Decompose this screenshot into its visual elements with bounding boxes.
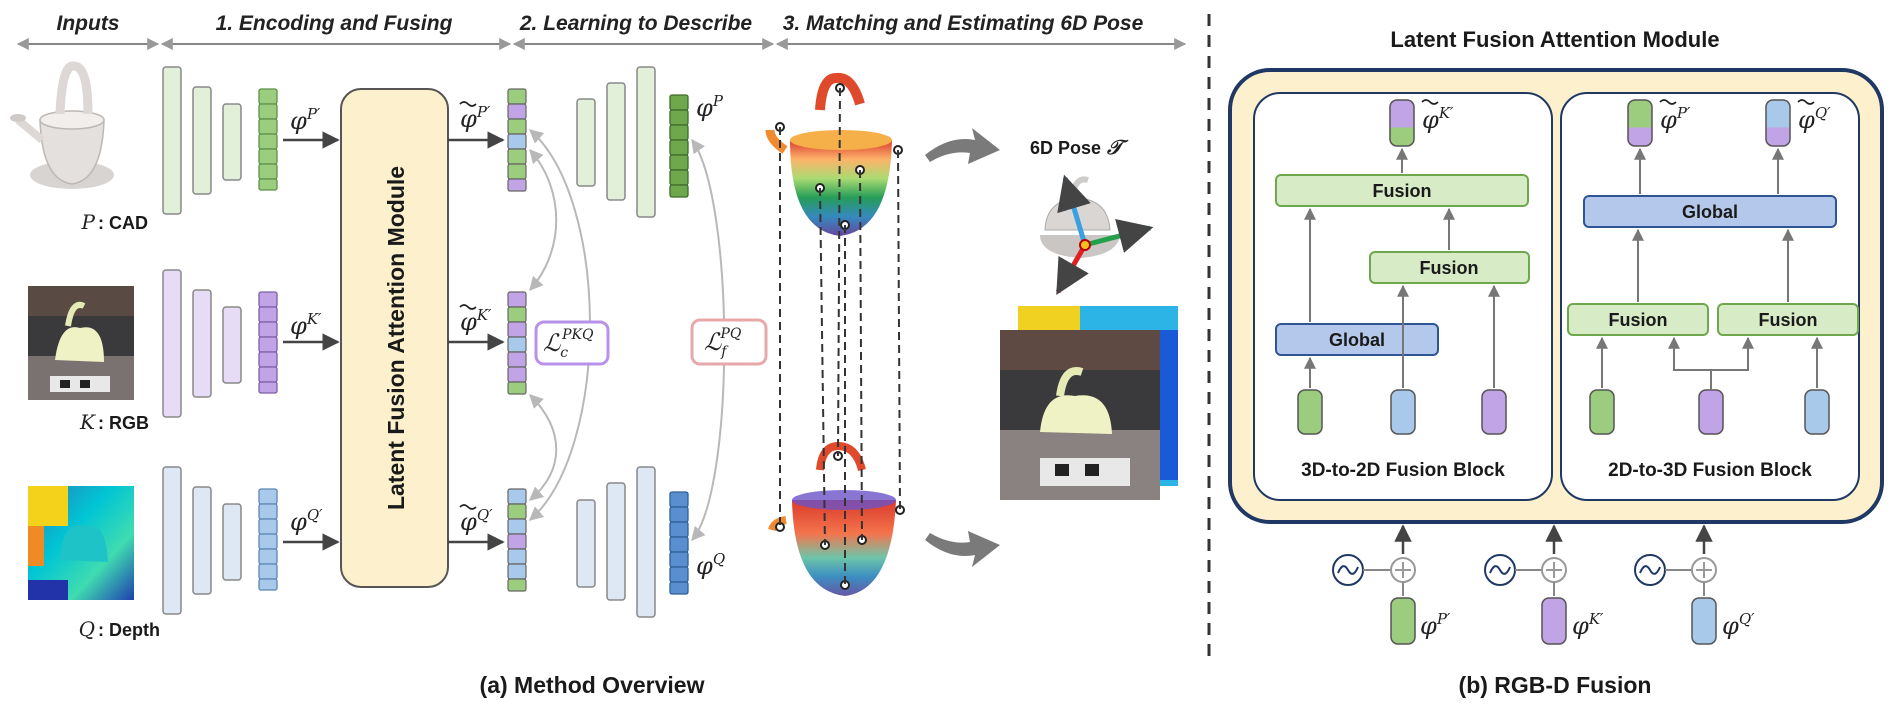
input-depth-image bbox=[28, 486, 134, 600]
tilde-phi-p-prime-label: φP′ bbox=[460, 103, 491, 133]
header-inputs: Inputs bbox=[57, 12, 120, 35]
caption-b: (b) RGB-D Fusion bbox=[1459, 672, 1652, 698]
panel-b-title: Latent Fusion Attention Module bbox=[1390, 27, 1719, 52]
input-depth-symbol: Q bbox=[79, 617, 95, 641]
input-encoding-q bbox=[1634, 524, 1717, 645]
phi-p-label: φP bbox=[696, 92, 724, 122]
latent-fusion-module-label: Latent Fusion Attention Module bbox=[383, 166, 409, 510]
header-stage3: 3. Matching and Estimating 6D Pose bbox=[783, 12, 1144, 35]
feature-stack-cad bbox=[258, 88, 278, 191]
enc-phi-k-prime-label: φK′ bbox=[1572, 610, 1604, 640]
enc-phi-p-prime-label: φP′ bbox=[1420, 610, 1451, 640]
output-q-prime-label: φQ′ bbox=[1798, 104, 1831, 134]
phi-q-label: φQ bbox=[696, 550, 725, 580]
arrows-into-module bbox=[283, 131, 340, 551]
input-encoding-p bbox=[1332, 524, 1416, 645]
block-2d-to-3d-label: 2D-to-3D Fusion Block bbox=[1608, 460, 1812, 481]
feature-stack-depth bbox=[258, 488, 278, 591]
header-stage2: 2. Learning to Describe bbox=[519, 12, 753, 35]
block-3d-to-2d-label: 3D-to-2D Fusion Block bbox=[1301, 460, 1505, 481]
tilde-mark bbox=[1659, 99, 1677, 105]
loss-lf-box bbox=[690, 318, 768, 366]
tilde-mark bbox=[1421, 99, 1439, 105]
input-cad-symbol: P bbox=[81, 210, 96, 234]
fused-stack-depth bbox=[507, 488, 527, 592]
tilde-mark bbox=[1797, 99, 1815, 105]
loss-lc-label: ℒcPKQ bbox=[543, 327, 594, 361]
describer-cad bbox=[576, 66, 656, 218]
fusion-label: Fusion bbox=[1609, 310, 1668, 330]
input-token-blue bbox=[1804, 389, 1830, 435]
output-p-prime-token bbox=[1627, 99, 1653, 147]
fusion-label: Fusion bbox=[1373, 181, 1432, 201]
fusion-box-left-mid bbox=[1369, 251, 1530, 284]
input-token-purple bbox=[1481, 389, 1507, 435]
fusion-label: Fusion bbox=[1759, 310, 1818, 330]
fused-stack-rgb bbox=[507, 291, 527, 395]
descriptor-stack-cad bbox=[669, 94, 689, 198]
pose-result-images bbox=[1000, 306, 1178, 500]
fusion-label: Fusion bbox=[1420, 258, 1479, 278]
stage-headers: Inputs 1. Encoding and Fusing 2. Learnin… bbox=[16, 12, 1187, 50]
tilde-mark bbox=[459, 504, 477, 510]
loss-lc-box bbox=[534, 320, 610, 366]
caption-a: (a) Method Overview bbox=[480, 672, 705, 698]
global-box-right bbox=[1583, 195, 1837, 228]
tilde-phi-q-prime-label: φQ′ bbox=[460, 506, 493, 536]
pose-curved-arrows bbox=[925, 128, 1000, 567]
point-cloud-cad bbox=[765, 72, 903, 236]
input-token-green bbox=[1589, 389, 1615, 435]
fusion-box-right-a bbox=[1567, 303, 1709, 336]
describer-depth bbox=[576, 466, 656, 618]
global-label: Global bbox=[1329, 330, 1385, 350]
input-cad-label: : CAD bbox=[98, 213, 148, 233]
input-encoding-k bbox=[1484, 524, 1567, 645]
feature-stack-rgb bbox=[258, 291, 278, 394]
left-block-arrows bbox=[1304, 147, 1500, 388]
input-cad-image bbox=[10, 61, 114, 189]
enc-phi-q-prime-label: φQ′ bbox=[1722, 610, 1755, 640]
input-rgb-label: : RGB bbox=[98, 413, 149, 433]
tilde-mark bbox=[459, 304, 477, 310]
phi-q-prime-label: φQ′ bbox=[290, 506, 323, 536]
global-box-left bbox=[1275, 323, 1439, 356]
descriptor-stack-depth bbox=[669, 491, 689, 595]
latent-fusion-module-box bbox=[340, 88, 449, 588]
arrows-out-of-module bbox=[448, 131, 505, 551]
output-k-prime-label: φK′ bbox=[1422, 104, 1454, 134]
input-rgb-symbol: K bbox=[79, 410, 96, 434]
fusion-box-left-top bbox=[1275, 174, 1529, 207]
tilde-mark bbox=[459, 101, 477, 107]
loss-lf-label: ℒfPQ bbox=[704, 326, 742, 360]
input-depth-label: : Depth bbox=[98, 620, 160, 640]
encoder-rgb bbox=[162, 269, 242, 418]
output-k-prime-token bbox=[1389, 99, 1415, 147]
input-rgb-image bbox=[28, 286, 134, 400]
fused-stack-cad bbox=[507, 88, 527, 192]
correspondence-lines bbox=[779, 87, 901, 585]
phi-p-prime-label: φP′ bbox=[290, 105, 321, 135]
encoder-depth bbox=[162, 466, 242, 615]
right-block-arrows bbox=[1596, 147, 1823, 390]
input-token-blue bbox=[1390, 389, 1416, 435]
output-p-prime-label: φP′ bbox=[1660, 104, 1691, 134]
output-q-prime-token bbox=[1765, 99, 1791, 147]
input-token-green bbox=[1297, 389, 1323, 435]
phi-k-prime-label: φK′ bbox=[290, 310, 322, 340]
fusion-box-right-b bbox=[1717, 303, 1859, 336]
block-2d-to-3d bbox=[1560, 92, 1860, 501]
tilde-phi-k-prime-label: φK′ bbox=[460, 306, 492, 336]
point-cloud-depth bbox=[768, 441, 905, 596]
input-token-purple bbox=[1698, 389, 1724, 435]
global-label: Global bbox=[1682, 202, 1738, 222]
header-stage1: 1. Encoding and Fusing bbox=[216, 12, 453, 35]
encoder-cad bbox=[162, 66, 242, 215]
pose-visual bbox=[1040, 174, 1154, 296]
